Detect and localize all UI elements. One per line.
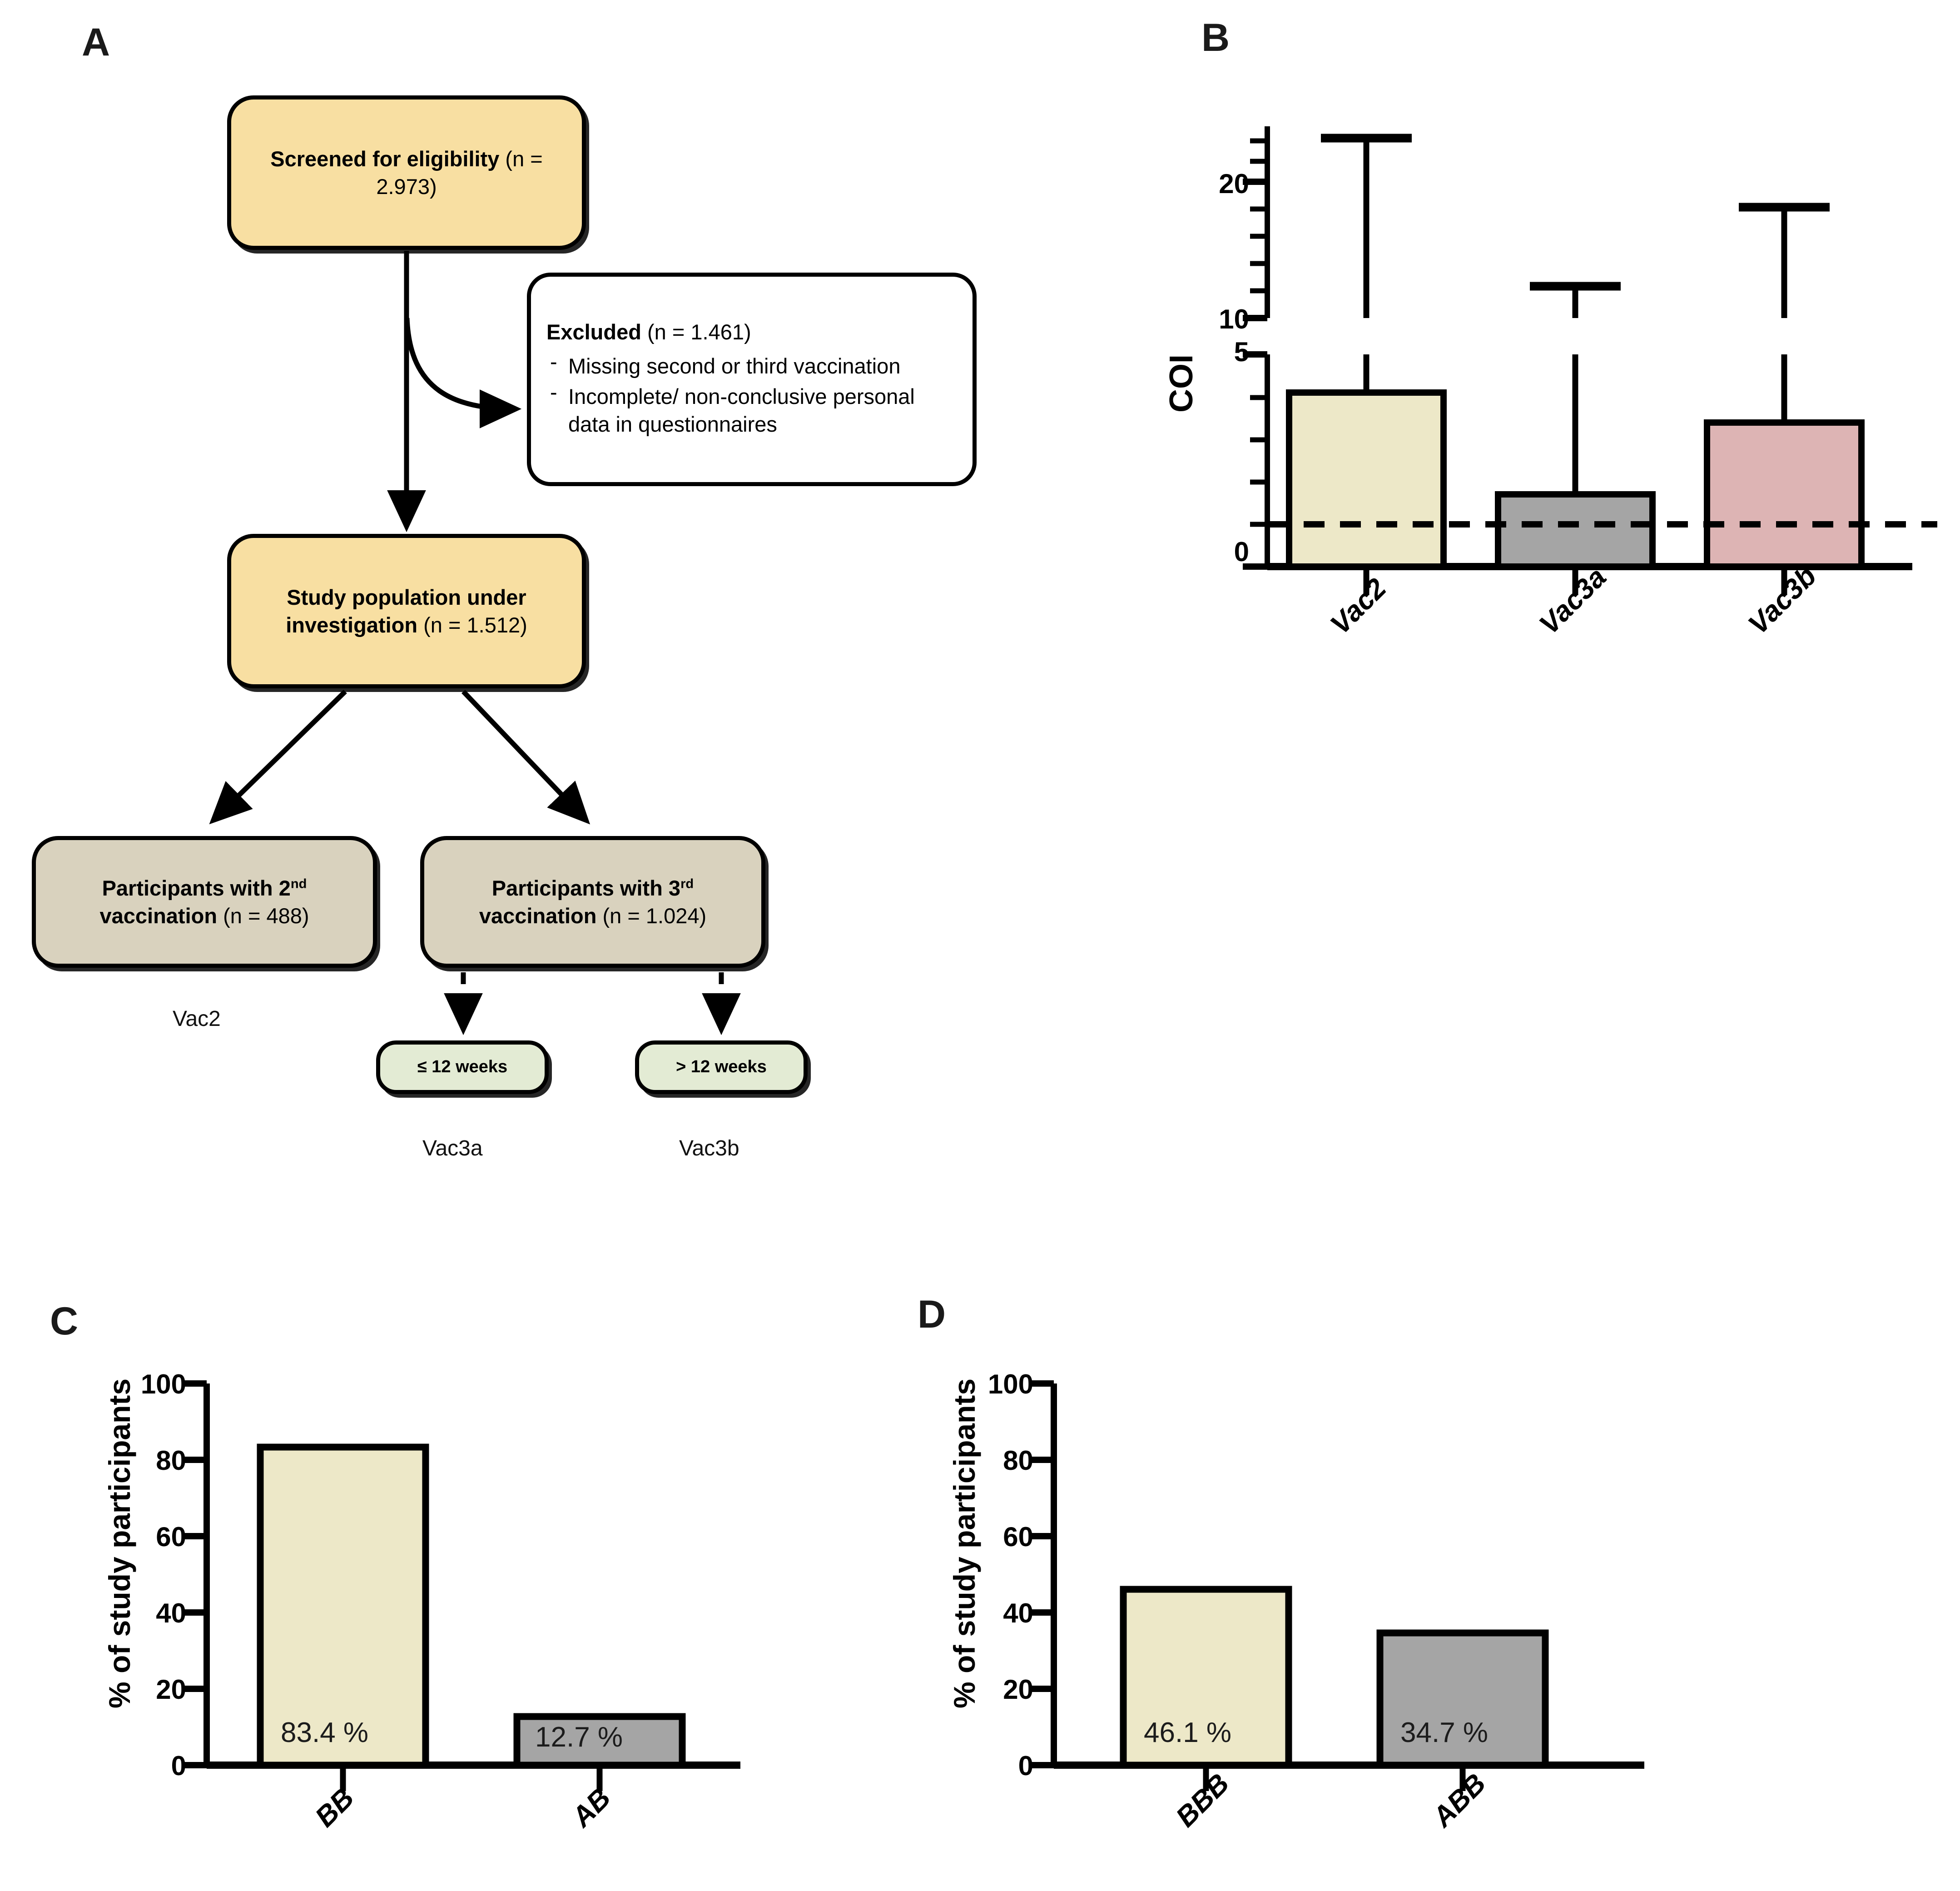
participants-3rd-label-post: vaccination bbox=[479, 904, 597, 928]
excluded-count: (n = 1.461) bbox=[641, 319, 751, 344]
screened-label: Screened for eligibility bbox=[270, 146, 500, 171]
panel-b-category-label-vac2: Vac2 bbox=[1324, 572, 1393, 641]
panel-letter-c: C bbox=[50, 1299, 79, 1343]
panel-b-category-label-vac3a: Vac3a bbox=[1533, 561, 1613, 641]
panel-d-ytick-100: 100 bbox=[987, 1369, 1033, 1399]
excluded-reason-list: Missing second or third vaccination Inco… bbox=[546, 348, 957, 438]
panel-b-bar-vac2 bbox=[1286, 389, 1447, 570]
participants-2nd-count: (n = 488) bbox=[217, 904, 309, 928]
flow-box-participants-3rd: Participants with 3rd vaccination (n = 1… bbox=[420, 836, 765, 968]
flow-box-participants-2nd-text: Participants with 2nd vaccination (n = 4… bbox=[36, 874, 373, 930]
panel-b-ytick-20: 20 bbox=[1219, 169, 1249, 199]
group-label-vac2: Vac2 bbox=[173, 1007, 221, 1031]
panel-c-ytick-60: 60 bbox=[156, 1522, 186, 1552]
panel-b-ytick-5: 5 bbox=[1234, 337, 1249, 367]
participants-2nd-label-post: vaccination bbox=[99, 904, 218, 928]
participants-2nd-label: Participants with 2 bbox=[102, 876, 291, 900]
participants-2nd-ordinal: nd bbox=[290, 876, 307, 891]
panel-c-value-ab: 12.7 % bbox=[535, 1722, 623, 1753]
panel-d-ytick-0: 0 bbox=[1018, 1751, 1033, 1781]
participants-3rd-label: Participants with 3 bbox=[491, 876, 681, 900]
flow-box-excluded: Excluded (n = 1.461) Missing second or t… bbox=[527, 273, 977, 486]
panel-letter-b: B bbox=[1201, 16, 1230, 60]
flow-box-study-population-text: Study population under investigation (n … bbox=[231, 583, 582, 639]
panel-d-ytick-80: 80 bbox=[1003, 1445, 1033, 1476]
arrow-population-to-participants-2nd bbox=[209, 690, 347, 825]
panel-c-ytick-0: 0 bbox=[171, 1751, 186, 1781]
panel-letter-d: D bbox=[918, 1293, 946, 1336]
panel-b-bar-vac3a bbox=[1495, 491, 1656, 570]
group-label-vac3a: Vac3a bbox=[422, 1136, 483, 1160]
panel-d-ytick-40: 40 bbox=[1003, 1598, 1033, 1628]
excluded-reason-item: Incomplete/ non-conclusive personal data… bbox=[546, 378, 957, 438]
excluded-reason-item: Missing second or third vaccination bbox=[546, 348, 957, 380]
participants-3rd-count: (n = 1.024) bbox=[596, 904, 707, 928]
panel-c-ytick-80: 80 bbox=[156, 1445, 186, 1476]
excluded-label: Excluded bbox=[546, 319, 641, 344]
panel-c-ytick-20: 20 bbox=[156, 1674, 186, 1705]
panel-b-ytick-0: 0 bbox=[1234, 537, 1249, 567]
panel-c-ytick-100: 100 bbox=[140, 1369, 186, 1399]
flow-box-study-population: Study population under investigation (n … bbox=[227, 534, 586, 688]
arrow-population-to-participants-3rd bbox=[461, 690, 590, 825]
arrow-screened-to-excluded bbox=[404, 318, 522, 428]
panel-d-value-bbb: 46.1 % bbox=[1144, 1717, 1232, 1748]
study-population-label: Study population under investigation bbox=[286, 585, 526, 637]
panel-b-category-label-vac3b: Vac3b bbox=[1742, 560, 1823, 641]
panel-c-ytick-40: 40 bbox=[156, 1598, 186, 1628]
panel-d-category-label-abb: ABB bbox=[1426, 1767, 1492, 1833]
study-population-count: (n = 1.512) bbox=[417, 613, 527, 637]
panel-d-ytick-20: 20 bbox=[1003, 1674, 1033, 1705]
panel-d-ytick-60: 60 bbox=[1003, 1522, 1033, 1552]
panel-letter-a: A bbox=[82, 20, 110, 64]
panel-c-value-bb: 83.4 % bbox=[281, 1717, 369, 1748]
flow-box-screened-text: Screened for eligibility (n = 2.973) bbox=[231, 145, 582, 200]
panel-b-ytick-10: 10 bbox=[1219, 304, 1249, 334]
panel-c-category-label-ab: AB bbox=[566, 1782, 617, 1833]
panel-d-value-abb: 34.7 % bbox=[1400, 1717, 1489, 1748]
group-label-vac3b: Vac3b bbox=[679, 1136, 739, 1160]
panel-c-category-label-bb: BB bbox=[309, 1782, 360, 1833]
flow-box-participants-2nd: Participants with 2nd vaccination (n = 4… bbox=[32, 836, 377, 968]
weeks-gt-12-label: > 12 weeks bbox=[676, 1057, 767, 1077]
flow-box-screened: Screened for eligibility (n = 2.973) bbox=[227, 95, 586, 250]
flow-box-weeks-gt-12: > 12 weeks bbox=[635, 1040, 808, 1094]
flow-box-weeks-le-12: ≤ 12 weeks bbox=[376, 1040, 549, 1094]
panel-d-category-label-bbb: BBB bbox=[1170, 1767, 1236, 1833]
participants-3rd-ordinal: rd bbox=[680, 876, 694, 891]
panel-b-bar-vac3b bbox=[1704, 419, 1865, 570]
screened-count: (n = 2.973) bbox=[376, 146, 543, 199]
flow-box-excluded-text: Excluded (n = 1.461) Missing second or t… bbox=[531, 318, 973, 441]
weeks-le-12-label: ≤ 12 weeks bbox=[417, 1057, 508, 1077]
flow-box-participants-3rd-text: Participants with 3rd vaccination (n = 1… bbox=[424, 874, 761, 930]
